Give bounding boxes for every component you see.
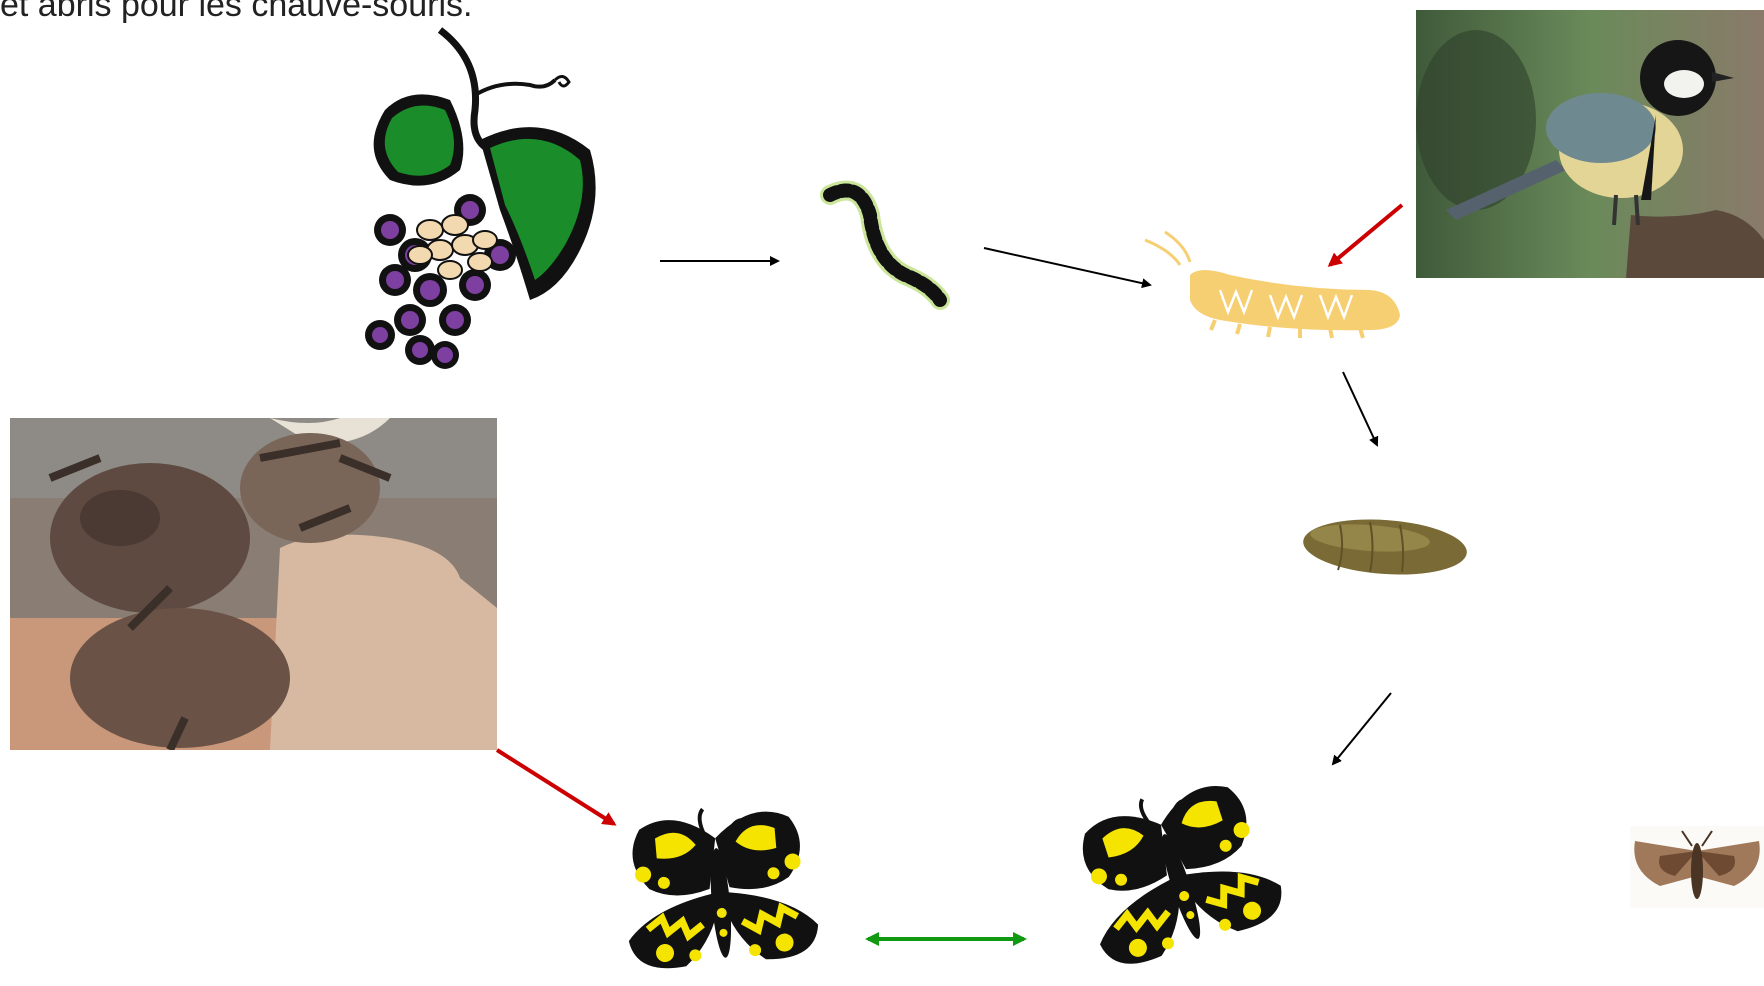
young-caterpillar-icon bbox=[830, 191, 940, 301]
chrysalis-icon bbox=[1301, 514, 1468, 579]
grape-bunch-icon bbox=[365, 30, 596, 369]
moth-left-icon bbox=[618, 800, 821, 972]
arrow-chrysalis-to-moth bbox=[1333, 693, 1391, 764]
arrow-young-to-mature-caterpillar bbox=[984, 248, 1150, 285]
arrow-bird-to-caterpillar bbox=[1330, 205, 1402, 265]
arrow-caterpillar-to-chrysalis bbox=[1343, 372, 1377, 445]
mature-caterpillar-icon bbox=[1145, 232, 1400, 338]
arrow-bats-to-moth bbox=[497, 750, 614, 824]
moth-right-icon bbox=[1061, 767, 1290, 974]
